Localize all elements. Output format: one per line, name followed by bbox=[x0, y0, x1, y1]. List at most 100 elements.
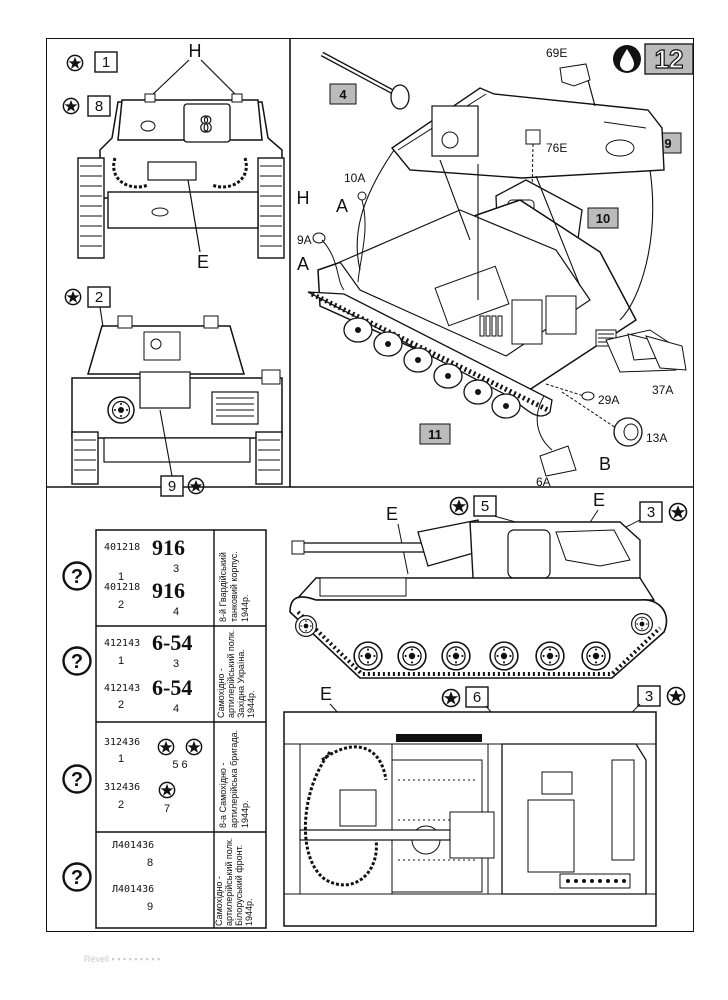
drive-sprocket-icon bbox=[295, 614, 317, 638]
road-wheel-icon bbox=[397, 641, 427, 671]
idler-wheel-icon bbox=[630, 612, 654, 636]
part-6A: 6A bbox=[536, 475, 551, 489]
decal-table: 401218 1 916 3 401218 2 916 4 8-й Гварді… bbox=[62, 529, 267, 929]
top-box-6: 6 bbox=[473, 689, 481, 706]
letter-a-lower: A bbox=[297, 254, 309, 274]
letter-h: H bbox=[297, 188, 310, 208]
front-view: 1 8 H 8 E bbox=[62, 41, 285, 272]
decal-unit-line: артилерійський полк. bbox=[226, 630, 236, 718]
decal-code: 312436 bbox=[104, 782, 140, 793]
assembly-diagram: 12 4 9 10 11 69E 76E bbox=[297, 43, 694, 489]
decal-unit-line: Білоруський фронт. bbox=[234, 845, 244, 926]
decal-number: 2 bbox=[118, 699, 124, 711]
decal-marking: 916 bbox=[152, 578, 185, 603]
front-callout-1: 1 bbox=[102, 54, 110, 71]
decal-marking: 916 bbox=[152, 535, 185, 560]
substep-4: 4 bbox=[339, 87, 347, 102]
road-wheel-icon bbox=[353, 641, 383, 671]
star-icon bbox=[187, 477, 205, 495]
part-37A: 37A bbox=[652, 383, 673, 397]
front-label-h: H bbox=[189, 41, 202, 61]
question-icon bbox=[62, 862, 92, 892]
decal-marking-number: 3 bbox=[173, 658, 179, 670]
decal-marking: 6-54 bbox=[152, 630, 192, 655]
decal-unit-line: 1944р. bbox=[240, 594, 250, 622]
top-view: E 6 3 bbox=[283, 684, 686, 927]
top-box-3: 3 bbox=[645, 688, 653, 705]
letter-b: B bbox=[599, 454, 611, 474]
decal-unit-line: 1944р. bbox=[244, 898, 254, 926]
star-icon bbox=[449, 496, 469, 516]
decal-unit-line: 1944р. bbox=[246, 690, 256, 718]
decal-marking-number: 4 bbox=[173, 703, 179, 715]
svg-text:8: 8 bbox=[200, 112, 212, 138]
decal-number: 9 bbox=[147, 901, 153, 913]
part-29A: 29A bbox=[598, 393, 619, 407]
road-wheel-icon bbox=[535, 641, 565, 671]
side-label-e2: E bbox=[593, 490, 605, 510]
side-label-e1: E bbox=[386, 504, 398, 524]
decal-unit-line: Самохідно - bbox=[216, 668, 226, 718]
side-view: 5 3 E E bbox=[289, 490, 688, 679]
decal-code: Л401436 bbox=[112, 840, 154, 851]
rear-box-2: 2 bbox=[95, 289, 103, 306]
footer-text: Revell ▪ ▪ ▪ ▪ ▪ ▪ ▪ ▪ ▪ bbox=[84, 954, 160, 964]
question-icon bbox=[62, 764, 92, 794]
front-label-e: E bbox=[197, 252, 209, 272]
decal-number: 2 bbox=[118, 799, 124, 811]
substep-9: 9 bbox=[664, 136, 671, 151]
decal-number: 1 bbox=[118, 655, 124, 667]
decal-unit-line: 8-а Самохідно - bbox=[218, 763, 228, 828]
decal-marking: 6-54 bbox=[152, 675, 192, 700]
decal-code: Л401436 bbox=[112, 884, 154, 895]
question-icon bbox=[62, 561, 92, 591]
star-icon bbox=[66, 54, 84, 72]
rear-box-9: 9 bbox=[168, 478, 176, 495]
star-icon bbox=[62, 97, 80, 115]
letter-a-upper: A bbox=[336, 196, 348, 216]
decal-number: 1 bbox=[118, 753, 124, 765]
decal-unit-line: Самохідно - bbox=[214, 876, 224, 926]
star-icon bbox=[666, 686, 686, 706]
part-10A: 10A bbox=[344, 171, 365, 185]
question-icon bbox=[62, 646, 92, 676]
road-wheel-icon bbox=[581, 641, 611, 671]
rear-view: 2 9 bbox=[64, 286, 283, 497]
decal-marking-number: 3 bbox=[173, 563, 179, 575]
decal-code: 401218 bbox=[104, 582, 140, 593]
decal-code: 412143 bbox=[104, 638, 140, 649]
part-69E: 69E bbox=[546, 46, 567, 60]
decal-code: 401218 bbox=[104, 542, 140, 553]
decal-unit-line: артилерійська бригада. bbox=[229, 730, 239, 828]
instruction-sheet-frame bbox=[46, 38, 694, 932]
star-icon bbox=[64, 288, 82, 306]
decal-marking-number: 4 bbox=[173, 606, 179, 618]
step-number: 12 bbox=[655, 44, 684, 74]
decal-number: 2 bbox=[118, 599, 124, 611]
star-icon bbox=[668, 502, 688, 522]
decal-unit-line: 8-й Гвардійський bbox=[218, 552, 228, 622]
decal-unit-line: танковий корпус. bbox=[229, 551, 239, 622]
top-label-e: E bbox=[320, 684, 332, 704]
decal-row-1: 401218 1 916 3 401218 2 916 4 8-й Гварді… bbox=[104, 535, 250, 622]
decal-row-2: 412143 1 6-54 3 412143 2 6-54 4 Самохідн… bbox=[104, 630, 256, 718]
side-box-3: 3 bbox=[647, 504, 655, 521]
decal-unit-line: Західна Україна. bbox=[236, 649, 246, 718]
decal-number: 8 bbox=[147, 857, 153, 869]
substep-10: 10 bbox=[596, 211, 610, 226]
front-box-8: 8 bbox=[95, 98, 103, 115]
decal-unit-line: артилерійський полк. bbox=[224, 838, 234, 926]
decal-code: 312436 bbox=[104, 737, 140, 748]
road-wheel-icon bbox=[489, 641, 519, 671]
star-icon bbox=[441, 688, 461, 708]
spare-wheel-icon bbox=[107, 396, 135, 424]
decal-row-3: 312436 1 5 6 312436 2 7 8-а Самохідно - … bbox=[104, 730, 250, 828]
decal-marking-number: 5 6 bbox=[172, 759, 187, 771]
substep-11: 11 bbox=[428, 427, 442, 442]
part-13A: 13A bbox=[646, 431, 667, 445]
decal-marking-number: 7 bbox=[164, 803, 170, 815]
side-box-5: 5 bbox=[481, 498, 489, 515]
part-76E: 76E bbox=[546, 141, 567, 155]
road-wheel-icon bbox=[441, 641, 471, 671]
